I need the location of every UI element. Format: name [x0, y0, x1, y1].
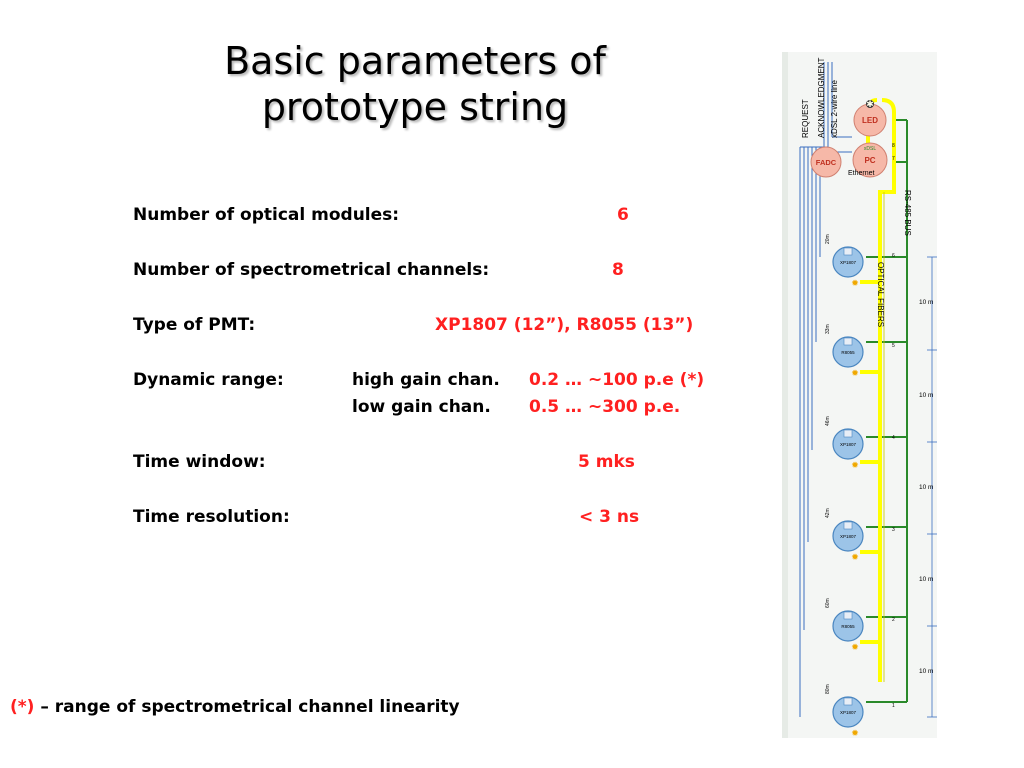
param-value: < 3 ns	[579, 507, 640, 527]
module-name: XP1807	[840, 442, 857, 447]
spacing-label: 10 m	[919, 576, 933, 583]
string-diagram: REQUEST ACKNOWLEDGMENT xDSL 2-wire line	[782, 52, 942, 738]
module-name: R8055	[841, 624, 855, 629]
spacing-label: 10 m	[919, 299, 933, 306]
param-time-window: Time window: 5 mks	[133, 452, 635, 472]
param-label: Number of spectrometrical channels:	[133, 260, 490, 280]
cable-length: 80m	[825, 684, 831, 694]
sun-icon: ✹	[851, 728, 859, 738]
param-value: 6	[617, 205, 629, 225]
spacing-label: 10 m	[919, 484, 933, 491]
param-value: 5 mks	[578, 452, 635, 472]
led-unit: LED ✱	[853, 99, 887, 137]
title-line-1: Basic parameters of	[224, 39, 606, 83]
cable-length: 20m	[825, 234, 831, 244]
rs485-bus	[866, 119, 908, 703]
sun-icon: ✹	[851, 460, 859, 470]
param-optical-modules: Number of optical modules: 6	[133, 205, 629, 225]
string-diagram-svg: REQUEST ACKNOWLEDGMENT xDSL 2-wire line	[782, 52, 937, 738]
optical-module: R8055 ✹ 2 60m	[825, 598, 895, 652]
cable-bundle	[799, 62, 852, 717]
module-name: R8055	[841, 350, 855, 355]
module-name: XP1807	[840, 534, 857, 539]
param-value: XP1807 (12”), R8055 (13”)	[435, 315, 694, 335]
param-label: Number of optical modules:	[133, 205, 400, 225]
cable-length: 60m	[825, 598, 831, 608]
label-xdsl-line: xDSL 2-wire line	[830, 80, 839, 138]
param-spectro-channels: Number of spectrometrical channels: 8	[133, 260, 624, 280]
optical-module: XP1807 ✹ 1 80m	[825, 684, 895, 738]
module-number: 2	[892, 617, 895, 623]
module-number: 1	[892, 703, 895, 709]
optical-module: R8055 ✹ 5 33m	[825, 324, 895, 378]
label-optical-fibers: OPTICAL FIBERS	[876, 262, 885, 327]
param-label: Type of PMT:	[133, 315, 256, 335]
sun-icon: ✹	[851, 642, 859, 652]
footnote-marker: (*)	[10, 697, 35, 717]
module-number: 4	[892, 435, 895, 441]
optical-module: XP1807 ✹ 6 20m	[825, 234, 895, 288]
module-number: 6	[892, 253, 895, 259]
module-number: 5	[892, 343, 895, 349]
optical-modules: XP1807✹620mR8055✹533mXP1807✹446mXP1807✹3…	[825, 234, 895, 738]
module-number: 3	[892, 527, 895, 533]
distance-ruler	[927, 256, 937, 718]
label-request: REQUEST	[801, 99, 810, 138]
xdsl-label: xDSL	[864, 146, 876, 152]
optical-module: XP1807 ✹ 3 42m	[825, 508, 895, 562]
param-label: Dynamic range:	[133, 370, 284, 390]
page-title: Basic parameters of prototype string	[200, 38, 630, 130]
param-pmt: Type of PMT: XP1807 (12”), R8055 (13”)	[133, 315, 693, 335]
pc-label: PC	[864, 156, 875, 165]
param-value: 8	[612, 260, 624, 280]
high-gain-label: high gain chan.	[352, 370, 500, 390]
optical-fibers	[860, 98, 896, 682]
ethernet-label: Ethernet	[848, 170, 875, 177]
param-label: Time resolution:	[133, 507, 290, 527]
sun-icon: ✹	[851, 368, 859, 378]
param-dynamic-range: Dynamic range: high gain chan. 0.2 … ~10…	[133, 370, 773, 420]
fadc-unit: FADC	[810, 146, 842, 178]
label-rs485: RS-485 BUS	[903, 190, 912, 236]
led-label: LED	[862, 116, 878, 125]
cable-length: 33m	[825, 324, 831, 334]
low-gain-value: 0.5 … ~300 p.e.	[529, 397, 681, 417]
high-gain-value: 0.2 … ~100 p.e (*)	[529, 370, 705, 390]
module-name: XP1807	[840, 260, 857, 265]
pc-port: 8	[892, 143, 895, 149]
footnote-text: – range of spectrometrical channel linea…	[34, 697, 460, 717]
cable-length: 46m	[825, 416, 831, 426]
fadc-label: FADC	[816, 158, 837, 167]
spacing-label: 10 m	[919, 392, 933, 399]
title-line-2: prototype string	[261, 85, 569, 129]
spacing-label: 10 m	[919, 668, 933, 675]
pc-port: 7	[892, 156, 895, 162]
sun-icon: ✹	[851, 552, 859, 562]
led-star-icon: ✱	[866, 99, 874, 109]
sun-icon: ✹	[851, 278, 859, 288]
pc-unit: xDSL PC 8 7	[852, 142, 895, 178]
label-acknowledgment: ACKNOWLEDGMENT	[817, 57, 826, 138]
low-gain-label: low gain chan.	[352, 397, 491, 417]
footnote: (*) – range of spectrometrical channel l…	[10, 697, 460, 717]
module-name: XP1807	[840, 710, 857, 715]
optical-module: XP1807 ✹ 4 46m	[825, 416, 895, 470]
param-time-resolution: Time resolution: < 3 ns	[133, 507, 639, 527]
param-label: Time window:	[133, 452, 266, 472]
cable-length: 42m	[825, 508, 831, 518]
